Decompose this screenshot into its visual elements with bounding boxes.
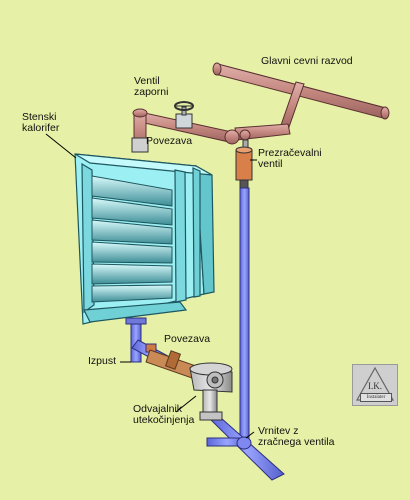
top-connection-label: Povezava [146,135,193,147]
wall-heater-label: Stenski kalorifer [22,111,60,134]
condensate-trap-icon [189,362,233,421]
top-connection-fitting [131,137,149,153]
return-pipe [206,187,285,481]
drain-label: Izpust [88,355,117,367]
logo-initials: I.K. [368,381,382,391]
leader-lines [45,133,257,439]
condensate-trap-label: Odvajalnik utekočinjenja [133,403,195,426]
logo-caption: Instalater [360,393,392,402]
main-pipe [212,62,390,141]
installer-logo: I.K. Instalater [352,364,398,406]
air-vent-valve-icon [235,139,253,189]
bottom-connection-label: Povezava [164,333,211,345]
shutoff-valve-icon [174,101,194,129]
return-label: Vrnitev z zračnega ventila [258,425,335,448]
heater-louvers [91,175,173,303]
main-pipe-label: Glavni cevni razvod [261,55,353,67]
bottom-connection-pipe [145,349,197,379]
shutoff-valve-label: Ventil zaporni [134,75,169,98]
air-vent-valve-label: Prezračevalni ventil [258,147,322,170]
